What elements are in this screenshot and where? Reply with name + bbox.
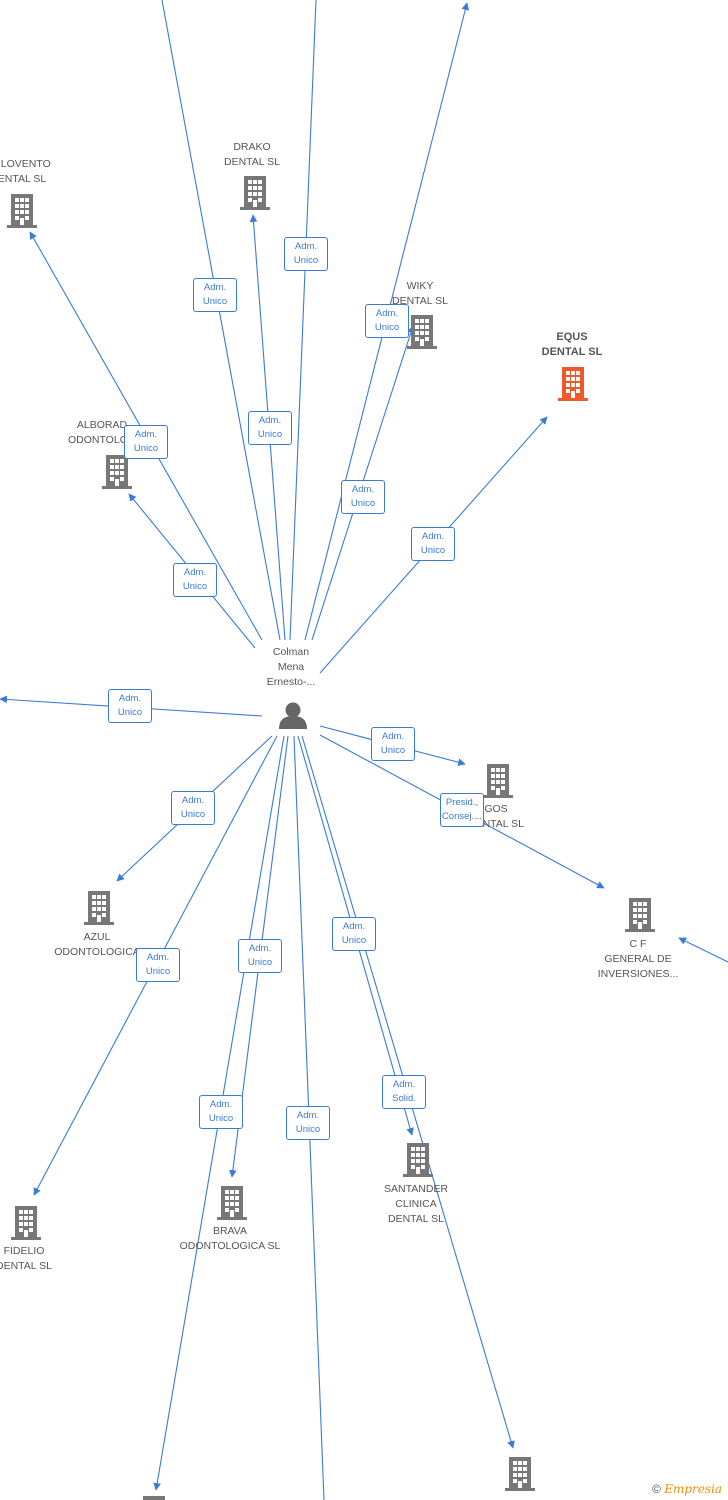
building-icon — [505, 1457, 535, 1491]
building-icon — [407, 315, 437, 349]
edge-label: Adm. Unico — [371, 727, 415, 761]
building-icon — [403, 1143, 433, 1177]
company-label[interactable]: RLOVENTO ENTAL SL — [0, 158, 51, 185]
company-label[interactable]: FIDELIO DENTAL SL — [0, 1245, 53, 1272]
person-icon — [279, 702, 307, 729]
edge-label: Presid., Consej.... — [440, 793, 484, 827]
building-icon — [7, 194, 37, 228]
edge-label: Adm. Unico — [238, 939, 282, 973]
building-icon — [217, 1186, 247, 1220]
building-icon — [102, 455, 132, 489]
building-icon — [625, 898, 655, 932]
edge-line — [161, 0, 281, 641]
edge-label: Adm. Unico — [341, 480, 385, 514]
focus-building-icon — [558, 367, 588, 401]
edge-label: Adm. Unico — [171, 791, 215, 825]
company-label[interactable]: SANTANDER CLINICA DENTAL SL — [384, 1183, 448, 1225]
edge-label: Adm. Unico — [248, 411, 292, 445]
person-label[interactable]: Colman Mena Ernesto-... — [266, 646, 316, 688]
brand-logo: Empresia — [664, 1482, 722, 1496]
edge-label: Adm. Unico — [332, 917, 376, 951]
edge-label: Adm. Unico — [124, 425, 168, 459]
building-icon — [84, 891, 114, 925]
company-label[interactable]: C F GENERAL DE INVERSIONES... — [597, 938, 679, 980]
copyright-credit: © Empresia — [652, 1482, 722, 1496]
company-label[interactable]: ALBORAD ODONTOLOG — [67, 419, 137, 446]
building-icon — [483, 764, 513, 798]
edge-label: Adm. Unico — [193, 278, 237, 312]
edge-label: Adm. Unico — [173, 563, 217, 597]
company-label[interactable]: AZUL ODONTOLOGICA — [54, 931, 140, 958]
edge-label: Adm. Unico — [411, 527, 455, 561]
focus-company-label[interactable]: EQUS DENTAL SL — [541, 331, 603, 358]
company-label[interactable]: BRAVA ODONTOLOGICA SL — [179, 1225, 281, 1252]
edge-label: Adm. Unico — [365, 304, 409, 338]
edge-label: Adm. Unico — [108, 689, 152, 723]
edge-label: Adm. Unico — [284, 237, 328, 271]
building-icon — [240, 176, 270, 210]
edge-label: Adm. Unico — [136, 948, 180, 982]
edge-label: Adm. Unico — [286, 1106, 330, 1140]
building-icon — [11, 1206, 41, 1240]
edge-line — [289, 0, 317, 641]
copyright-symbol: © — [652, 1482, 661, 1496]
edge-line — [678, 937, 728, 963]
company-label[interactable]: DRAKO DENTAL SL — [223, 141, 281, 168]
edge-label: Adm. Unico — [199, 1095, 243, 1129]
building-icon — [143, 1496, 165, 1500]
edge-label: Adm. Solid. — [382, 1075, 426, 1109]
